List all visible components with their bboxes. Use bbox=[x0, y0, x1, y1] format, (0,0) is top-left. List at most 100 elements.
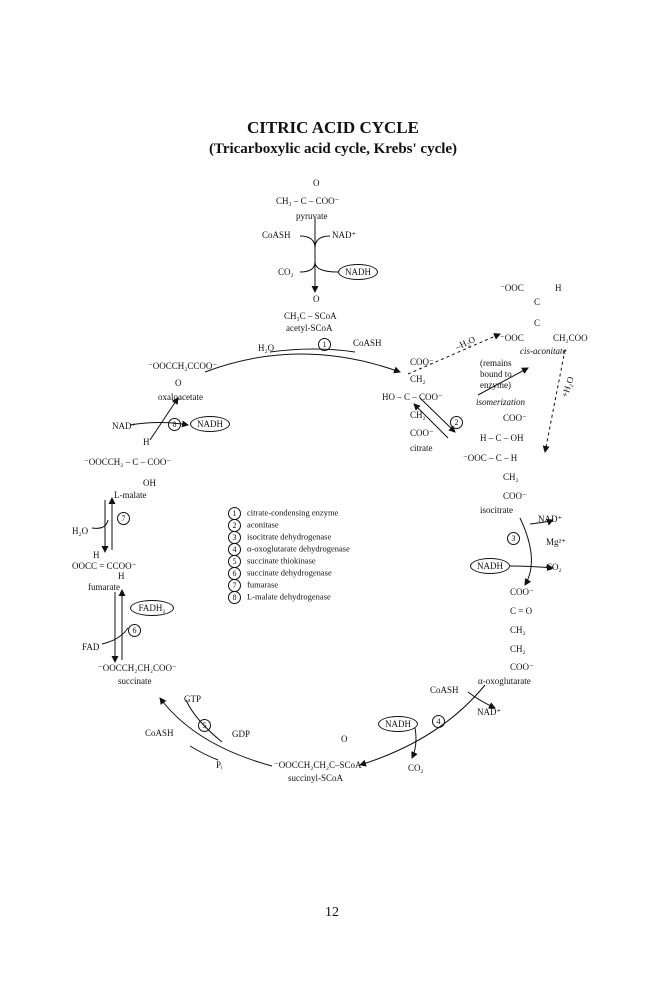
coash-top: CoASH bbox=[262, 230, 291, 240]
nad-mal: NAD⁺ bbox=[112, 421, 137, 431]
cisacon-h: H bbox=[555, 283, 562, 293]
arrow-iso-forward bbox=[419, 397, 456, 433]
nad-top: NAD⁺ bbox=[332, 230, 357, 240]
step-8: 8 bbox=[168, 418, 181, 431]
arrow-nadh-co2-akg bbox=[411, 727, 418, 759]
coash-succ: CoASH bbox=[145, 728, 174, 738]
cisacon-ooc1: ⁻OOC bbox=[500, 283, 524, 293]
l-malate-label: L-malate bbox=[114, 490, 147, 500]
co2-top: CO₂ bbox=[278, 267, 294, 277]
cisacon-ooc2: ⁻OOC bbox=[500, 333, 524, 343]
oaa-formula: ⁻OOCCH₂CCOO⁻ bbox=[148, 361, 218, 371]
nadh-iso: NADH bbox=[470, 558, 510, 574]
iso-hcoh: H – C – OH bbox=[480, 433, 524, 443]
fum-h2: H bbox=[118, 571, 125, 581]
arrow-isocitrate-akg bbox=[519, 517, 532, 586]
arrow-coash-top bbox=[299, 235, 331, 249]
cisacon-c1: C bbox=[534, 297, 541, 307]
page-number: 12 bbox=[325, 905, 339, 920]
iso-coo2: COO⁻ bbox=[503, 491, 527, 501]
fadh2: FADH₂ bbox=[130, 600, 174, 616]
iso-ch2: CH₂ bbox=[503, 472, 519, 482]
acetyl-o: O bbox=[313, 294, 320, 304]
akg-coo: COO⁻ bbox=[510, 587, 534, 597]
enzyme-text: enzyme) bbox=[480, 380, 511, 390]
succoa-formula: ⁻OOCCH₂CH₂C–SCoA bbox=[274, 760, 362, 770]
arrow-h2o-mal bbox=[91, 519, 109, 529]
citrate-ch2a: CH₂ bbox=[410, 374, 426, 384]
mal-oh: OH bbox=[143, 478, 156, 488]
succ-formula: ⁻OOCCH₂CH₂COO⁻ bbox=[98, 663, 177, 673]
arrow-akg-succoa bbox=[359, 684, 486, 767]
co2-iso: CO₂ bbox=[546, 562, 562, 572]
step-1: 1 bbox=[318, 338, 331, 351]
step-4: 4 bbox=[432, 715, 445, 728]
pyruvate-label: pyruvate bbox=[296, 211, 328, 221]
step-7: 7 bbox=[117, 512, 130, 525]
akg-coo2: COO⁻ bbox=[510, 662, 534, 672]
step-5: 5 bbox=[198, 719, 211, 732]
step-3: 3 bbox=[507, 532, 520, 545]
akg-ch2a: CH₂ bbox=[510, 625, 526, 635]
arrow-coash-nad-akg bbox=[467, 691, 496, 709]
citrate-coo2: COO⁻ bbox=[410, 428, 434, 438]
arrow-coash-pi bbox=[189, 745, 219, 761]
bound-to-text: bound to bbox=[480, 369, 512, 379]
remains-text: (remains bbox=[480, 358, 512, 368]
step-6: 6 bbox=[128, 624, 141, 637]
acetyl-formula: CH₃C – SCoA bbox=[284, 311, 337, 321]
cisacon-ch2coo: CH₂COO bbox=[553, 333, 588, 343]
nadh-top: NADH bbox=[338, 264, 378, 280]
arrow-h2o-coash bbox=[269, 348, 356, 353]
fad: FAD bbox=[82, 642, 100, 652]
succinyl-scoa-label: succinyl-SCoA bbox=[288, 773, 343, 783]
acetyl-label: acetyl-SCoA bbox=[286, 323, 333, 333]
arrow-mal-oaa bbox=[149, 397, 179, 441]
arrow-fad bbox=[101, 627, 129, 645]
succoa-o: O bbox=[341, 734, 348, 744]
isocitrate-label: isocitrate bbox=[480, 505, 513, 515]
akg-ch2b: CH₂ bbox=[510, 644, 526, 654]
pyruvate-o: O bbox=[313, 178, 320, 188]
arrow-co2-top bbox=[299, 261, 339, 273]
arrow-cisacon-isocitrate bbox=[542, 349, 566, 453]
h2o-mal: H₂O bbox=[72, 526, 89, 536]
arrow-iso-back bbox=[413, 403, 449, 439]
nad-iso: NAD⁺ bbox=[538, 514, 563, 524]
page-title: CITRIC ACID CYCLE bbox=[247, 118, 419, 137]
iso-oocch: ⁻OOC – C – H bbox=[463, 453, 518, 463]
citrate-ch2b: CH₂ bbox=[410, 410, 426, 420]
fumarate-label: fumarate bbox=[88, 582, 120, 592]
arrow-nad-nadh-mal bbox=[129, 420, 189, 428]
mal-formula: ⁻OOCCH₂ – C – COO⁻ bbox=[84, 457, 172, 467]
arrow-co2-iso bbox=[509, 563, 554, 571]
co2-akg: CO₂ bbox=[408, 763, 424, 773]
citrate-mid: HO – C – COO⁻ bbox=[382, 392, 443, 402]
arrow-nad-iso bbox=[529, 518, 554, 526]
oaa-o: O bbox=[175, 378, 182, 388]
arrow-oaa-citrate bbox=[204, 353, 401, 374]
coash-citrate: CoASH bbox=[353, 338, 382, 348]
nadh-akg: NADH bbox=[378, 716, 418, 732]
akg-label: α-oxoglutarate bbox=[478, 676, 531, 686]
mal-h: H bbox=[143, 437, 150, 447]
succinate-label: succinate bbox=[118, 676, 152, 686]
gtp: GTP bbox=[184, 694, 202, 704]
mg: Mg²⁺ bbox=[546, 537, 566, 547]
gdp: GDP bbox=[232, 729, 251, 739]
oxaloacetate-label: oxaloacetate bbox=[158, 392, 203, 402]
pi: Pᵢ bbox=[216, 760, 223, 770]
arrow-remains bbox=[477, 367, 529, 396]
pyruvate-formula: CH₃ – C – COO⁻ bbox=[276, 196, 340, 206]
step-2: 2 bbox=[450, 416, 463, 429]
arrow-succoa-succinate bbox=[159, 697, 273, 767]
arrow-citrate-cisacon bbox=[407, 333, 501, 375]
citrate-label: citrate bbox=[410, 443, 433, 453]
page-subtitle: (Tricarboxylic acid cycle, Krebs' cycle) bbox=[208, 141, 458, 157]
akg-co: C = O bbox=[510, 606, 533, 616]
citrate-coo1: COO⁻ bbox=[410, 357, 434, 367]
nadh-mal: NADH bbox=[190, 416, 230, 432]
h2o-top: H₂O bbox=[258, 343, 275, 353]
